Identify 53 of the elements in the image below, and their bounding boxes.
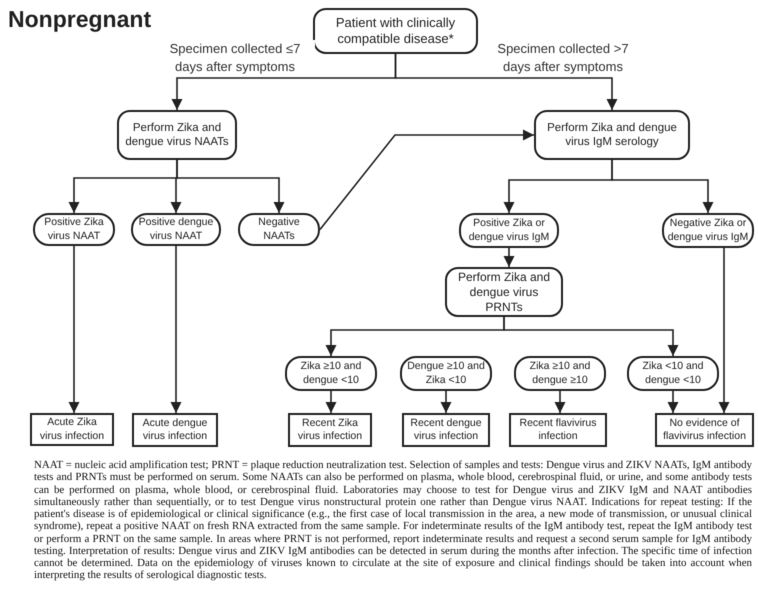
node-text: Negative NAATs (257, 216, 301, 243)
process-box (662, 213, 754, 248)
node-text: Zika ≥10 and dengue <10 (300, 360, 362, 387)
process-box (117, 110, 237, 160)
process-box (238, 213, 320, 246)
node-text: Patient with clinically compatible disease* (334, 14, 456, 48)
outcome-box (30, 413, 114, 446)
node-text: Positive dengue virus NAAT (138, 216, 214, 243)
node-text: Perform Zika and dengue virus NAATs (124, 120, 230, 150)
outcome-box (402, 413, 490, 447)
node-text: Recent Zika virus infection (296, 416, 364, 444)
arrow (440, 391, 452, 413)
arrow (503, 248, 515, 267)
node-text: Acute Zika virus infection (38, 416, 106, 443)
arrow (611, 160, 714, 213)
arrow (319, 129, 534, 230)
node-text: Positive Zika or dengue virus IgM (468, 217, 550, 244)
node-text: Acute dengue virus infection (142, 416, 208, 444)
title: Nonpregnant (8, 6, 152, 33)
process-box (459, 213, 559, 248)
outcome-box (655, 413, 754, 447)
arrow (170, 246, 182, 413)
node-text: Perform Zika and dengue virus IgM serology (546, 120, 678, 150)
process-box (514, 356, 606, 391)
node-text: Negative Zika or dengue virus IgM (667, 217, 749, 244)
node-text: Zika <10 and dengue <10 (641, 360, 704, 387)
arrow (503, 317, 679, 356)
footnote: NAAT = nucleic acid amplification test; PRNT = plaque reduction neutralization test. Selection of samples and tests: Dengue virus and ZIKV NAATs, IgM antibody tests and PRNTs must be performed on serum. Some NAATs can also be performed on plasma, whole blood, cerebrospinal fluid, or urine, and some antibody tests can be performed on plasma, whole blood, or cerebrospinal fluid. Laboratories may choose to test for Dengue virus and ZIKV IgM and NAAT antibodies simultaneously rather than sequentially, or to test Dengue virus nonstructural protein one rather than Dengue virus NAAT. Indications for repeat testing: If the patient's disease is of epidemiological or clinical significance (e.g., the first case of local transmission in the area, a new mode of transmission, or unusual clinical syndrome), repeat a positive NAAT on fresh RNA extracted from the same sample. For indeterminate results of the IgM antibody test, repeat the IgM antibody test or perform a PRNT on the same sample. In areas where PRNT is not performed, report indeterminate results and request a second serum sample for IgM antibody testing. Interpretation of results: Dengue virus and ZIKV IgM antibodies can be detected in serum during the months after infection. The specific time of infection cannot be determined. Data on the epidemiology of viruses known to circulate at the site of exposure and clinical findings should be taken into account when interpreting the results of serological diagnostic tests. (34, 459, 752, 582)
arrow (68, 246, 80, 413)
arrow (667, 391, 679, 413)
node-text: Recent dengue virus infection (409, 416, 483, 444)
node-text: Positive Zika virus NAAT (43, 216, 105, 243)
process-box (534, 110, 690, 160)
outcome-box (132, 413, 218, 447)
arrow (176, 160, 285, 213)
node-text: Perform Zika and dengue virus PRNTs (456, 270, 552, 314)
process-box (33, 213, 115, 246)
outcome-box (509, 413, 607, 447)
process-box (627, 356, 719, 391)
node-text: Zika ≥10 and dengue ≥10 (528, 360, 592, 387)
node-text: No evidence of flavivirus infection (662, 416, 747, 444)
process-box (131, 213, 221, 246)
outcome-box (288, 413, 372, 447)
arrow (554, 391, 566, 413)
process-box (285, 356, 377, 391)
arrow (394, 54, 618, 110)
process-box (313, 8, 478, 54)
node-text: Dengue ≥10 and Zika <10 (406, 360, 486, 387)
arrow (325, 391, 337, 413)
node-text: Recent flavivirus infection (518, 416, 598, 444)
process-box (400, 356, 492, 391)
process-box (445, 267, 563, 317)
arrow (718, 248, 730, 413)
